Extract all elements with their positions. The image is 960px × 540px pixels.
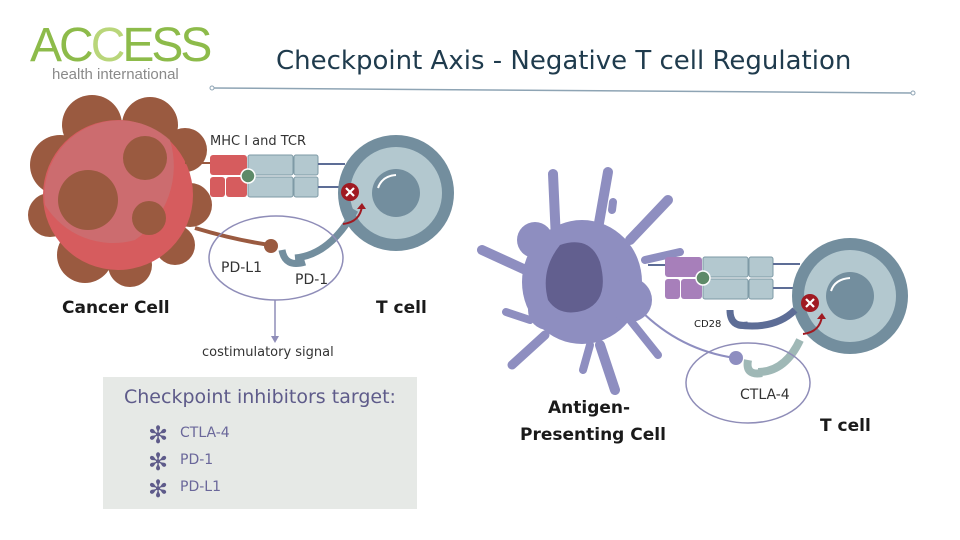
checkpoint-targets-title: Checkpoint inhibitors target: — [124, 386, 396, 408]
apc-label-line2: Presenting Cell — [520, 425, 666, 445]
access-logo: ACCESS — [30, 19, 212, 72]
checkpoint-targets-box — [103, 377, 417, 509]
ctla-4-interaction-ellipse — [685, 342, 811, 424]
pd-l1-label: PD-L1 — [221, 260, 262, 276]
cancer-cell — [28, 95, 212, 287]
logo-tagline: health international — [52, 66, 179, 83]
apc-label-line1: Antigen- — [548, 398, 631, 418]
pd-1-receptor — [294, 208, 359, 262]
ctla-4-label: CTLA-4 — [740, 387, 790, 403]
title-underline — [209, 85, 916, 96]
apc-nucleus — [545, 242, 603, 313]
logo-letter-c1: C — [59, 19, 94, 72]
cd28-label: CD28 — [694, 319, 722, 330]
logo-letter-a: A — [30, 19, 62, 72]
costimulatory-signal-label: costimulatory signal — [202, 345, 334, 360]
t-cell-left — [338, 135, 454, 251]
page-title: Checkpoint Axis - Negative T cell Regula… — [276, 46, 852, 76]
target-item: CTLA-4 — [180, 425, 230, 441]
pd-1-label: PD-1 — [295, 272, 329, 288]
b7-ligand — [639, 309, 736, 359]
mhc-tcr-complex — [185, 154, 345, 198]
t-cell-right — [792, 238, 908, 354]
logo-letters-ess: ESS — [122, 19, 212, 72]
t-cell-label-right: T cell — [820, 416, 871, 436]
inhibit-x-icon — [341, 183, 359, 201]
mhc-tcr-label: MHC I and TCR — [210, 134, 307, 149]
asterisk-flower-icon: ✻ — [148, 475, 169, 503]
pd-l1-ligand — [194, 226, 271, 247]
target-item: PD-1 — [180, 452, 214, 468]
signal-arrow-icon — [271, 336, 279, 343]
asterisk-flower-icon: ✻ — [148, 448, 169, 476]
inhibit-x-icon-right — [801, 294, 819, 312]
t-cell-label-left: T cell — [376, 298, 427, 318]
cancer-cell-label: Cancer Cell — [62, 298, 170, 318]
logo-letter-c2: C — [90, 19, 126, 72]
target-item: PD-L1 — [180, 479, 221, 495]
pd-interaction-ellipse — [208, 215, 344, 301]
ctla-4-receptor — [757, 338, 804, 376]
mhc-tcr-complex-right — [648, 256, 800, 300]
asterisk-flower-icon: ✻ — [148, 421, 169, 449]
